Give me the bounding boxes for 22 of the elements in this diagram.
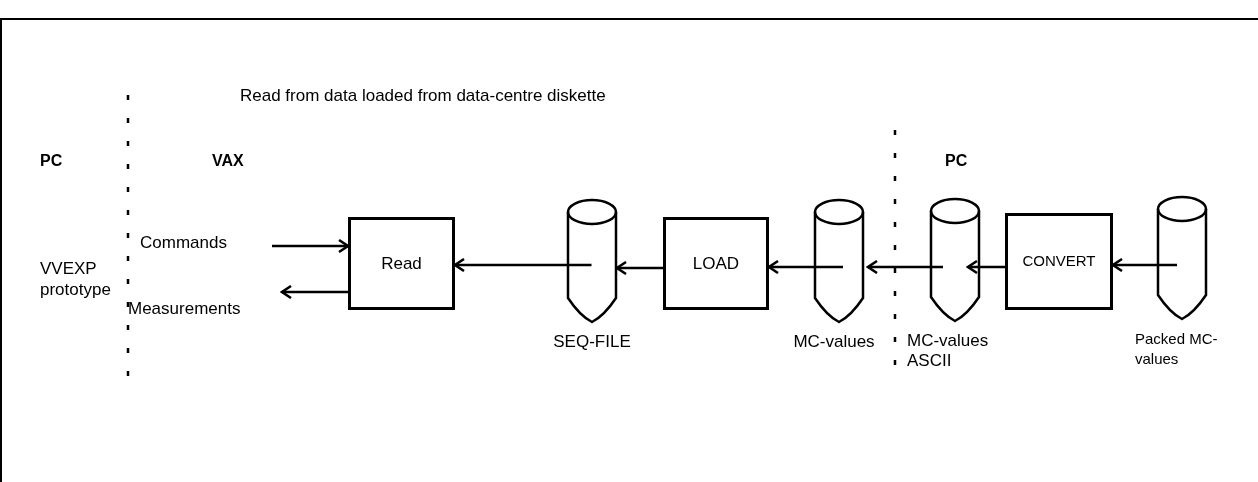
storage-label: Packed MC-values [1135, 329, 1219, 369]
arrow [615, 260, 663, 276]
signal-label: Measurements [128, 298, 288, 320]
zone-label: PC [40, 151, 63, 171]
arrow [272, 238, 350, 254]
signal-label: Commands [140, 232, 272, 254]
storage-label: MC-values [793, 332, 875, 352]
process-box: Read [348, 217, 455, 310]
title-text: Read from data loaded from data-centre diskette [240, 85, 606, 107]
system-label: VVEXP prototype [40, 258, 112, 300]
storage-label: SEQ-FILE [553, 332, 631, 352]
zone-label: VAX [212, 151, 244, 171]
arrow [767, 259, 843, 275]
arrow [966, 259, 1005, 275]
process-box: LOAD [663, 217, 769, 310]
arrow [453, 257, 592, 273]
zone-label: PC [945, 151, 968, 171]
storage-label: MC-values ASCII [907, 331, 990, 371]
arrow [1111, 257, 1177, 273]
arrow [280, 284, 348, 300]
process-box: CONVERT [1005, 213, 1113, 310]
arrow [866, 259, 943, 275]
